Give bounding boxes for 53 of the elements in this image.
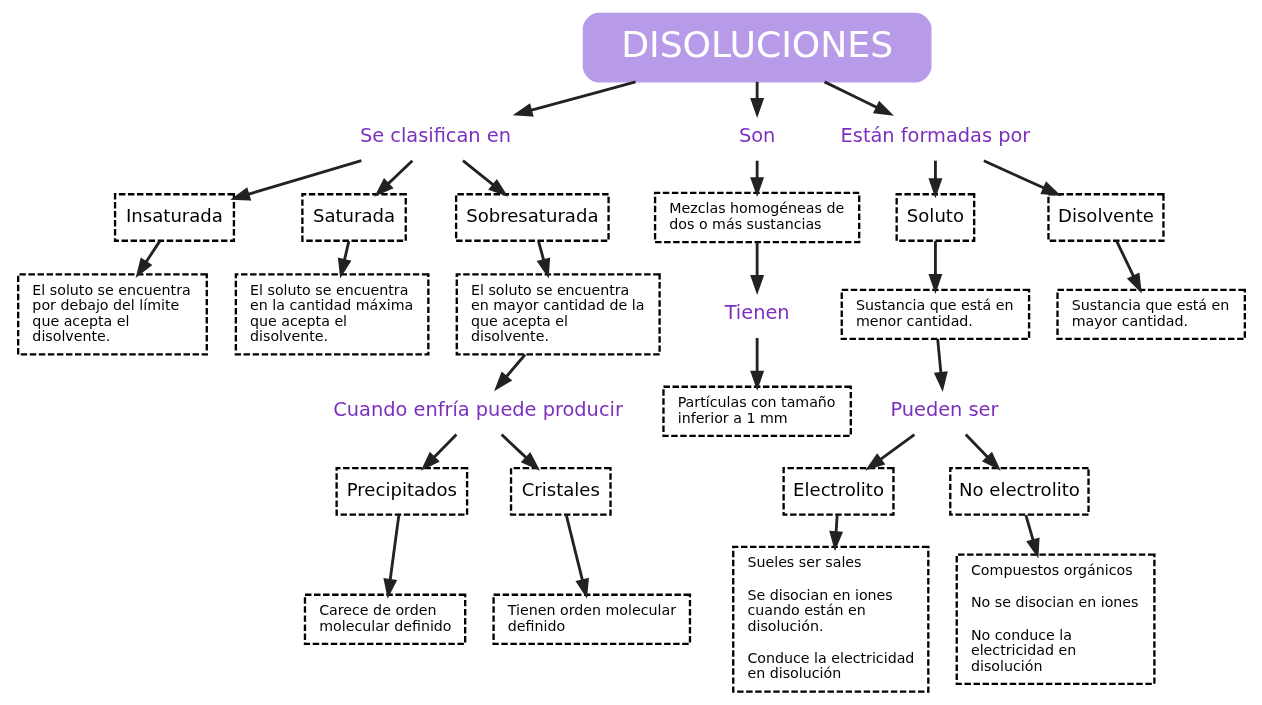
node-text: Son bbox=[738, 123, 775, 147]
node-box: Insaturada bbox=[113, 193, 235, 242]
node-box: No electrolito bbox=[948, 466, 1090, 516]
node-box: Tienen orden molecular definido bbox=[491, 593, 691, 645]
node-box: Saturada bbox=[300, 193, 407, 242]
arrow bbox=[927, 241, 942, 294]
arrow bbox=[564, 514, 589, 599]
arrow bbox=[927, 160, 942, 199]
arrow bbox=[337, 240, 351, 279]
arrow bbox=[536, 240, 550, 279]
node-box: Sueles ser sales Se disocian en iones cuando están en disolución. Conduce la electricidad en disolución bbox=[731, 545, 929, 693]
arrow bbox=[828, 514, 843, 552]
node-text: Tienen bbox=[724, 300, 790, 324]
node-box: Mezclas homogéneas de dos o más sustancias bbox=[653, 191, 860, 244]
node-box: Sobresaturada bbox=[454, 193, 610, 242]
arrow bbox=[749, 242, 764, 295]
arrow bbox=[1024, 514, 1040, 559]
node-box: Compuestos orgánicos No se disocian en iones No conduce la electricidad en disolución bbox=[955, 553, 1156, 686]
node-box: Cristales bbox=[509, 466, 612, 516]
arrow bbox=[500, 433, 540, 471]
node-box: Carece de orden molecular definido bbox=[303, 593, 466, 645]
node-box: DISOLUCIONES bbox=[582, 12, 932, 83]
arrow bbox=[749, 338, 764, 391]
node-box: Disolvente bbox=[1046, 193, 1165, 242]
node-box: Partículas con tamaño inferior a 1 mm bbox=[661, 385, 852, 437]
node-box: Sustancia que está en menor cantidad. bbox=[840, 288, 1030, 341]
arrow bbox=[749, 81, 764, 118]
arrow bbox=[229, 159, 362, 201]
node-text: Pueden ser bbox=[889, 397, 999, 421]
arrow bbox=[864, 433, 915, 471]
node-box: El soluto se encuentra en la cantidad máxima que acepta el disolvente. bbox=[234, 273, 429, 356]
node-box: Soluto bbox=[895, 193, 975, 242]
arrow bbox=[823, 80, 894, 116]
arrow bbox=[461, 159, 508, 197]
node-box: Electrolito bbox=[781, 466, 895, 516]
node-box: El soluto se encuentra en mayor cantidad de la que acepta el disolvente. bbox=[455, 273, 661, 356]
arrow bbox=[1114, 240, 1142, 294]
node-box: Precipitados bbox=[334, 466, 468, 516]
arrow bbox=[982, 159, 1061, 196]
node-text: Cuando enfría puede producir bbox=[332, 397, 623, 421]
arrow bbox=[373, 159, 413, 197]
node-box: El soluto se encuentra por debajo del límite que acepta el disolvente. bbox=[16, 273, 208, 356]
node-text: Se clasifican en bbox=[359, 123, 511, 147]
node-text: Están formadas por bbox=[840, 123, 1030, 147]
arrow bbox=[493, 353, 526, 392]
node-box: Sustancia que está en mayor cantidad. bbox=[1055, 288, 1246, 341]
arrow bbox=[749, 160, 764, 198]
arrow bbox=[382, 514, 400, 599]
arrow bbox=[135, 240, 161, 278]
arrow bbox=[512, 80, 636, 117]
arrow bbox=[420, 433, 457, 471]
arrow bbox=[964, 433, 1001, 471]
arrow bbox=[933, 338, 948, 392]
